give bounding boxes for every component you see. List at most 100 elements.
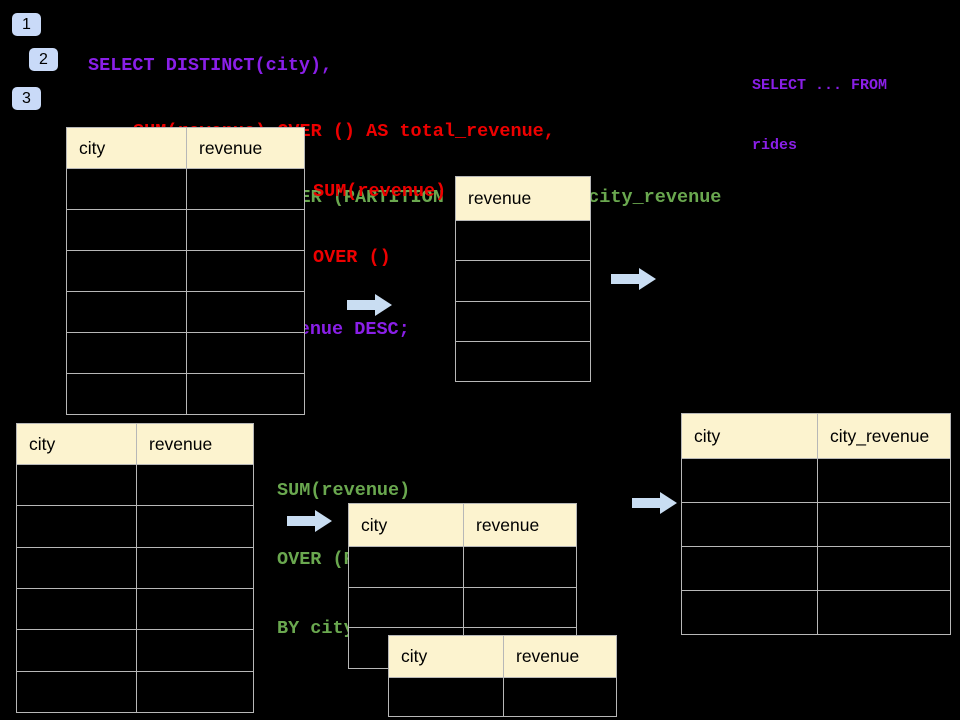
sql-side-note: SELECT ... FROM rides — [752, 36, 887, 196]
table-row — [17, 629, 253, 671]
table-header-row: city city_revenue — [682, 414, 950, 458]
table-cell — [187, 251, 304, 291]
flow-arrow-icon — [632, 491, 678, 515]
table-cell — [137, 672, 253, 712]
table-cell — [17, 547, 137, 588]
table-cell — [67, 333, 187, 373]
table-cell — [682, 459, 818, 502]
table-row — [67, 168, 304, 209]
table-cell — [17, 465, 137, 506]
table-cell — [137, 589, 253, 629]
column-header-city: city — [17, 424, 137, 464]
table-row — [67, 291, 304, 332]
table-cell — [349, 547, 464, 587]
table-row — [682, 590, 950, 634]
step-badge-2: 2 — [29, 48, 58, 71]
table-cell — [17, 588, 137, 630]
table-cell — [67, 210, 187, 250]
table-row — [456, 300, 590, 341]
partition-label-line-1: SUM(revenue) — [277, 480, 411, 501]
table-row — [349, 546, 576, 587]
table-row — [67, 332, 304, 373]
total-label-line-1: SUM(revenue) — [313, 181, 447, 202]
table-partition-overlay: city revenue — [388, 635, 617, 717]
table-cell — [137, 465, 253, 505]
table-cell — [17, 630, 137, 671]
table-cell — [818, 591, 950, 634]
table-rides-source-bottom: city revenue — [16, 423, 254, 713]
table-cell — [682, 503, 818, 546]
column-header-city: city — [349, 504, 464, 546]
column-header-revenue: revenue — [516, 646, 580, 666]
column-header-revenue: revenue — [149, 433, 213, 454]
table-cell — [187, 333, 304, 373]
table-cell — [187, 169, 304, 209]
table-row — [17, 546, 253, 588]
column-header-city: city — [389, 636, 504, 677]
total-revenue-label: SUM(revenue) OVER () — [313, 137, 446, 313]
table-cell — [464, 588, 576, 628]
table-cell — [67, 251, 187, 291]
flow-arrow-icon — [611, 267, 657, 291]
table-cell — [187, 374, 304, 414]
table-total-revenue-result: revenue — [455, 176, 591, 382]
table-rides-source-top: city revenue — [66, 127, 305, 415]
table-cell — [464, 547, 576, 587]
sql-side-line-2: rides — [752, 137, 798, 154]
table-cell — [504, 678, 616, 716]
table-cell — [137, 506, 253, 546]
step-badge-3: 3 — [12, 87, 41, 110]
table-cell — [818, 459, 950, 502]
step-badge-1: 1 — [12, 13, 41, 36]
table-header-row: revenue — [456, 177, 590, 220]
table-row — [67, 209, 304, 250]
table-row — [456, 220, 590, 260]
table-header-row: city revenue — [67, 128, 304, 168]
table-cell — [456, 221, 590, 260]
table-cell — [187, 210, 304, 250]
table-cell — [456, 342, 590, 381]
table-row — [456, 260, 590, 300]
table-city-revenue-result: city city_revenue — [681, 413, 951, 635]
table-cell — [137, 548, 253, 588]
table-cell — [137, 630, 253, 670]
table-cell — [187, 292, 304, 332]
table-row — [349, 586, 576, 628]
total-label-line-2: OVER () — [313, 247, 391, 268]
table-row — [17, 670, 253, 712]
flow-arrow-icon — [347, 293, 393, 317]
column-header-city-revenue: city_revenue — [830, 425, 930, 446]
table-row — [682, 546, 950, 590]
table-cell — [456, 302, 590, 341]
table-cell — [349, 587, 464, 628]
table-cell — [682, 591, 818, 634]
table-cell — [818, 503, 950, 546]
table-cell — [456, 261, 590, 300]
table-row — [67, 373, 304, 414]
column-header-revenue: revenue — [468, 188, 532, 208]
column-header-city: city — [682, 414, 818, 458]
table-row — [17, 505, 253, 547]
table-cell — [67, 169, 187, 209]
flow-arrow-icon — [287, 509, 333, 533]
table-row — [389, 677, 616, 716]
table-header-row: city revenue — [389, 636, 616, 677]
table-row — [682, 458, 950, 502]
sql-side-line-1: SELECT ... FROM — [752, 77, 888, 94]
column-header-city: city — [67, 128, 187, 168]
column-header-revenue: revenue — [476, 514, 540, 535]
table-row — [67, 250, 304, 291]
table-row — [456, 340, 590, 381]
table-cell — [682, 547, 818, 590]
table-cell — [17, 671, 137, 712]
table-row — [17, 464, 253, 506]
table-header-row: city revenue — [17, 424, 253, 464]
table-cell — [17, 506, 137, 547]
table-header-row: city revenue — [349, 504, 576, 546]
table-cell — [389, 678, 504, 716]
table-cell — [818, 547, 950, 590]
sql-line-select: SELECT DISTINCT(city), — [88, 55, 333, 76]
table-row — [17, 587, 253, 630]
table-cell — [67, 292, 187, 332]
